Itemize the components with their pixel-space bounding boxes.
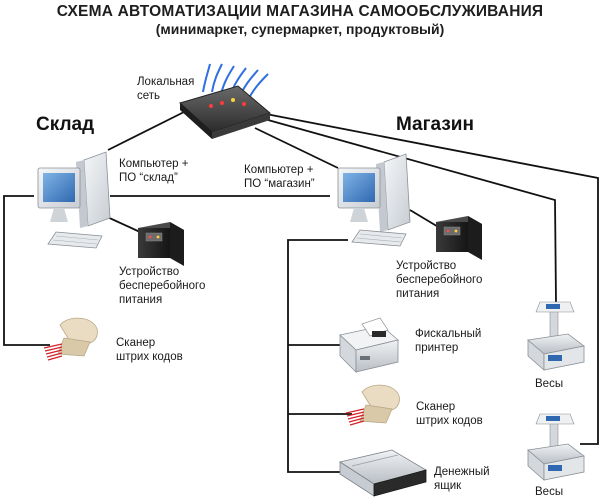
link-hub-warehouse	[107, 109, 189, 151]
store-scale1-label: Весы	[535, 378, 564, 390]
warehouse-scanner-label-line1: Сканер	[116, 337, 156, 349]
network-label-line2: сеть	[137, 90, 161, 102]
store-computer-label-line2: ПО “магазин”	[244, 178, 315, 190]
fiscal-printer-icon	[339, 317, 399, 373]
scale-1-icon	[527, 301, 585, 371]
store-scanner-label-line2: штрих кодов	[416, 415, 483, 427]
link-hub-store	[254, 127, 339, 169]
store-computer-label-line1: Компьютер +	[244, 164, 314, 176]
store-drawer-label-line1: Денежный	[434, 466, 490, 478]
store-ups-label-line3: питания	[396, 288, 440, 300]
store-title: Магазин	[396, 114, 474, 135]
warehouse-scanner-label-line2: штрих кодов	[116, 351, 183, 363]
diagram-subtitle: (минимаркет, супермаркет, продуктовый)	[155, 21, 445, 37]
store-bus	[287, 239, 348, 473]
network-hub-icon	[179, 63, 272, 139]
network-label-line1: Локальная	[137, 76, 195, 88]
store-drawer-label-line2: ящик	[434, 480, 462, 492]
cash-drawer-icon	[338, 449, 428, 497]
connection-lines	[3, 109, 599, 473]
warehouse-ups-icon	[138, 222, 184, 266]
warehouse-ups-label-line3: питания	[119, 294, 163, 306]
store-printer-label-line2: принтер	[415, 342, 459, 354]
store-printer-label-line1: Фискальный	[415, 328, 482, 340]
store-ups-label-line1: Устройство	[396, 260, 457, 272]
warehouse-computer-label-line1: Компьютер +	[119, 158, 189, 170]
scale-2-icon	[527, 413, 585, 481]
store-computer-icon	[337, 153, 411, 247]
warehouse-ups-label-line1: Устройство	[119, 266, 180, 278]
store-ups-label-line2: бесперебойного	[396, 274, 483, 286]
store-ups-icon	[436, 216, 482, 260]
warehouse-scanner-icon	[43, 317, 98, 361]
warehouse-bus	[3, 195, 50, 346]
warehouse-computer-icon	[37, 151, 111, 249]
warehouse-computer-label-line2: ПО “склад”	[119, 172, 178, 184]
warehouse-ups-label-line2: бесперебойного	[119, 280, 206, 292]
link-store-ups	[409, 209, 441, 229]
link-hub-scale1	[267, 119, 557, 303]
diagram-title: СХЕМА АВТОМАТИЗАЦИИ МАГАЗИНА САМООБСЛУЖИ…	[56, 3, 544, 20]
link-hub-scale2	[265, 113, 599, 445]
store-scale2-label: Весы	[535, 486, 564, 498]
store-scanner-icon	[345, 384, 400, 426]
store-scanner-label-line1: Сканер	[416, 401, 456, 413]
warehouse-title: Склад	[36, 114, 95, 135]
